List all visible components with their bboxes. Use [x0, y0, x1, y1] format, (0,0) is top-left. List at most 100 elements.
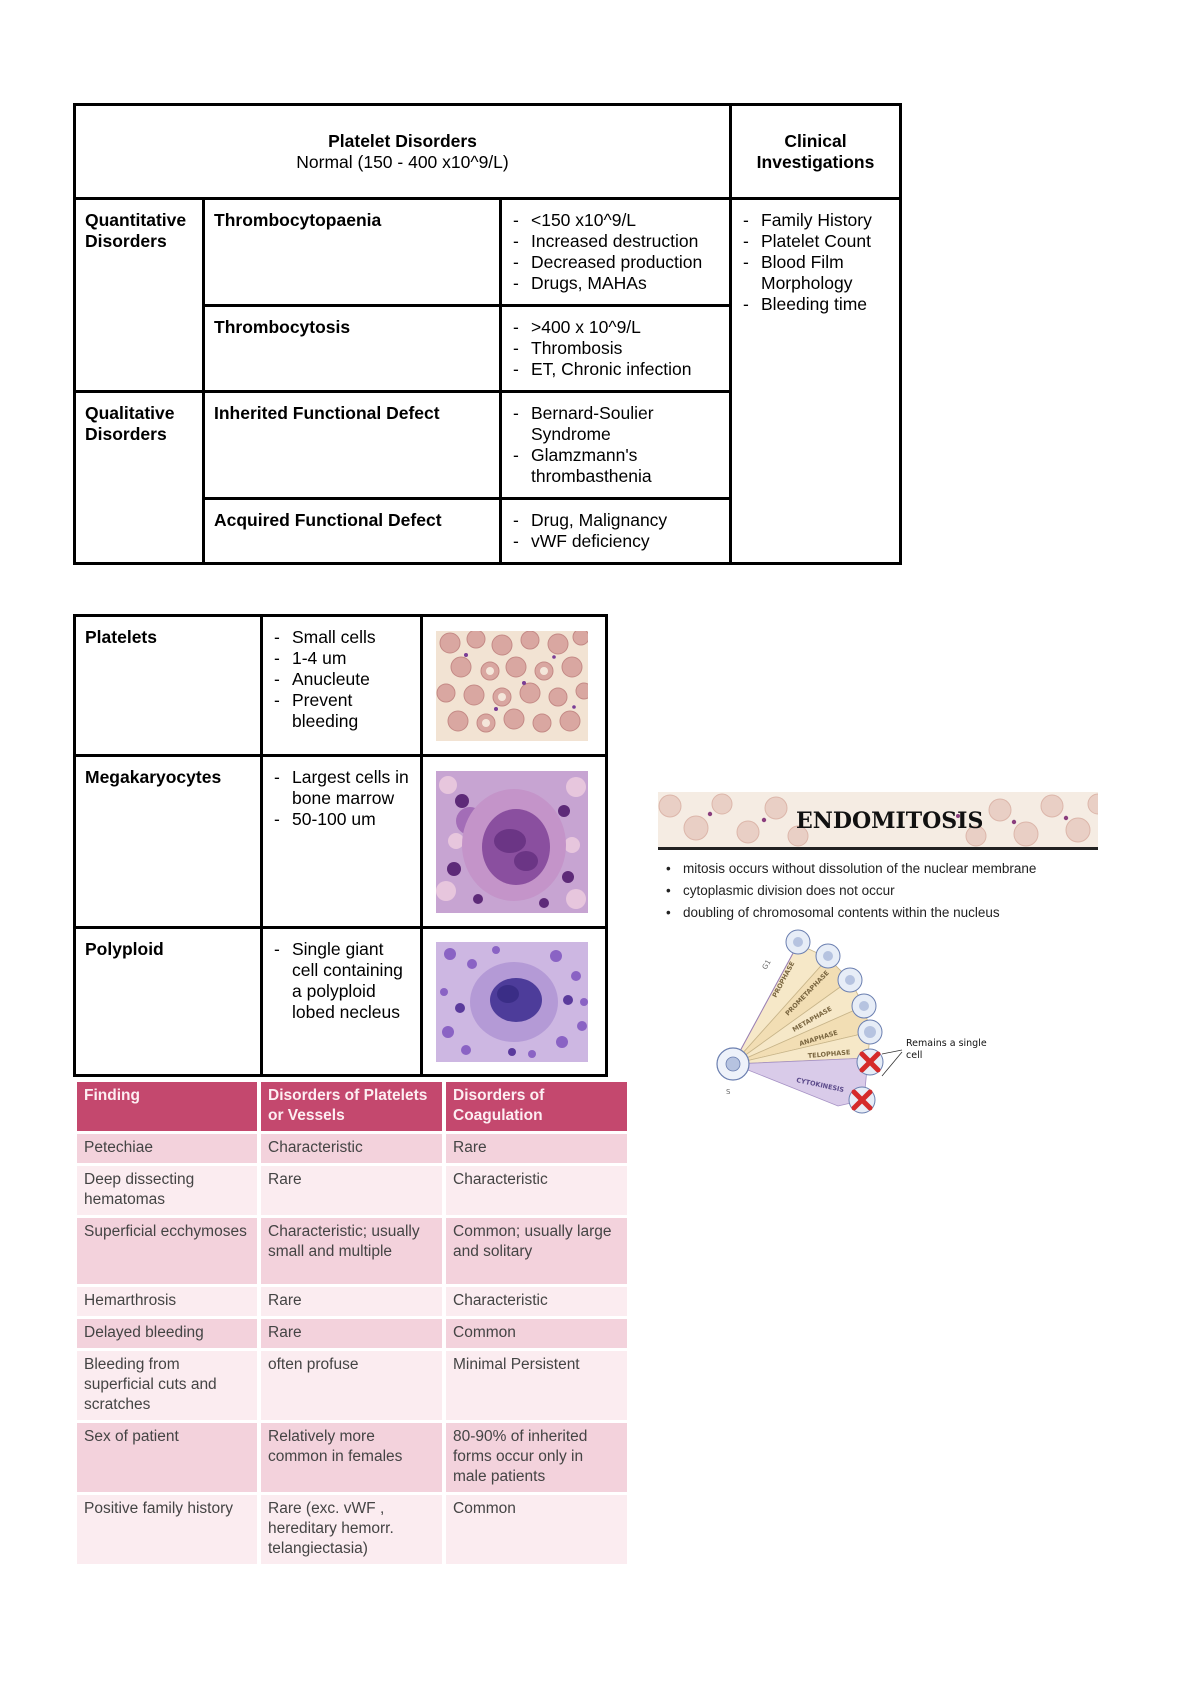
thrombocytosis-label: Thrombocytosis: [202, 304, 502, 393]
platelets-details: Small cells 1-4 um Anucleute Prevent ble…: [260, 614, 423, 757]
platelet-disorders-title: Platelet Disorders: [328, 130, 477, 151]
table-cell: Deep dissecting hematomas: [77, 1166, 261, 1218]
list-item: 50-100 um: [272, 809, 412, 830]
endomitosis-bullets: mitosis occurs without dissolution of th…: [658, 858, 1103, 924]
list-item: Single giant cell containing a polyploid…: [272, 939, 412, 1023]
megakaryocytes-details: Largest cells in bone marrow 50-100 um: [260, 754, 423, 929]
table-cell: Rare: [261, 1319, 446, 1351]
list-item: Thrombosis: [511, 338, 721, 359]
clinical-investigations-list: Family History Platelet Count Blood Film…: [729, 197, 902, 565]
cells-table: Platelets Small cells 1-4 um Anucleute P…: [73, 614, 608, 1077]
table-cell: often profuse: [261, 1351, 446, 1423]
thrombocytopaenia-details: <150 x10^9/L Increased destruction Decre…: [499, 197, 732, 307]
acquired-defect-details: Drug, Malignancy vWF deficiency: [499, 497, 732, 565]
remains-single-cell-label: Remains a single: [906, 1038, 987, 1049]
s-label: S: [726, 1088, 731, 1096]
list-item: Bernard-Soulier Syndrome: [511, 403, 721, 445]
table-cell: Characteristic: [446, 1287, 631, 1319]
qualitative-disorders-label: Qualitative Disorders: [73, 390, 205, 565]
endomitosis-banner: ENDOMITOSIS: [658, 792, 1098, 850]
platelets-micrograph: [436, 630, 588, 741]
table-cell: Rare: [446, 1134, 631, 1166]
list-item: Bleeding time: [741, 294, 891, 315]
list-item: Increased destruction: [511, 231, 721, 252]
list-item: Platelet Count: [741, 231, 891, 252]
acquired-defect-label: Acquired Functional Defect: [202, 497, 502, 565]
thrombocytosis-details: >400 x 10^9/L Thrombosis ET, Chronic inf…: [499, 304, 732, 393]
list-item: Drug, Malignancy: [511, 510, 721, 531]
findings-header-coagulation: Disorders of Coagulation: [446, 1082, 631, 1134]
list-item: Small cells: [272, 627, 412, 648]
list-item: doubling of chromosomal contents within …: [658, 902, 1103, 924]
table-row: Hemarthrosis Rare Characteristic: [77, 1287, 631, 1319]
list-item: Largest cells in bone marrow: [272, 767, 412, 809]
table-cell: 80-90% of inherited forms occur only in …: [446, 1423, 631, 1495]
inherited-defect-label: Inherited Functional Defect: [202, 390, 502, 500]
inherited-defect-details: Bernard-Soulier Syndrome Glamzmann's thr…: [499, 390, 732, 500]
list-item: Prevent bleeding: [272, 690, 412, 732]
list-item: ET, Chronic infection: [511, 359, 721, 380]
findings-table: Finding Disorders of Platelets or Vessel…: [77, 1082, 631, 1567]
cross-icon: [851, 1089, 873, 1111]
table-cell: Sex of patient: [77, 1423, 261, 1495]
thrombocytopaenia-label: Thrombocytopaenia: [202, 197, 502, 307]
table-row: Sex of patient Relatively more common in…: [77, 1423, 631, 1495]
table-cell: Common: [446, 1495, 631, 1567]
normal-range: Normal (150 - 400 x10^9/L): [296, 151, 509, 172]
table-row: Delayed bleeding Rare Common: [77, 1319, 631, 1351]
quantitative-disorders-label: Quantitative Disorders: [73, 197, 205, 393]
platelet-disorders-table: Platelet Disorders Normal (150 - 400 x10…: [73, 103, 902, 565]
table-cell: Bleeding from superficial cuts and scrat…: [77, 1351, 261, 1423]
polyploid-micrograph: [436, 941, 588, 1062]
list-item: 1-4 um: [272, 648, 412, 669]
phase-label: TELOPHASE: [807, 1048, 850, 1060]
polyploid-details: Single giant cell containing a polyploid…: [260, 926, 423, 1077]
table-cell: Superficial ecchymoses: [77, 1218, 261, 1287]
table-cell: Petechiae: [77, 1134, 261, 1166]
table-cell: Rare (exc. vWF , hereditary hemorr. tela…: [261, 1495, 446, 1567]
megakaryocyte-micrograph-cell: [420, 754, 608, 929]
platelets-micrograph-cell: [420, 614, 608, 757]
megakaryocytes-label: Megakaryocytes: [73, 754, 263, 929]
findings-header-finding: Finding: [77, 1082, 261, 1134]
endomitosis-title: ENDOMITOSIS: [796, 808, 983, 834]
list-item: Anucleute: [272, 669, 412, 690]
table-cell: Hemarthrosis: [77, 1287, 261, 1319]
table-cell: Characteristic: [261, 1134, 446, 1166]
list-item: vWF deficiency: [511, 531, 721, 552]
cross-icon: [859, 1051, 881, 1073]
platelet-disorders-header: Platelet Disorders Normal (150 - 400 x10…: [73, 103, 732, 200]
table-row: Bleeding from superficial cuts and scrat…: [77, 1351, 631, 1423]
clinical-investigations-header: Clinical Investigations: [729, 103, 902, 200]
table-row: Positive family history Rare (exc. vWF ,…: [77, 1495, 631, 1567]
polyploid-label: Polyploid: [73, 926, 263, 1077]
list-item: Blood Film Morphology: [741, 252, 891, 294]
endomitosis-diagram: PROPHASE PROMETAPHASE METAPHASE ANAPHASE…: [716, 929, 987, 1114]
table-cell: Minimal Persistent: [446, 1351, 631, 1423]
list-item: <150 x10^9/L: [511, 210, 721, 231]
g1-label: G1: [761, 958, 773, 971]
list-item: mitosis occurs without dissolution of th…: [658, 858, 1103, 880]
list-item: Decreased production: [511, 252, 721, 273]
platelets-label: Platelets: [73, 614, 263, 757]
table-cell: Rare: [261, 1166, 446, 1218]
list-item: Family History: [741, 210, 891, 231]
remains-single-cell-label-2: cell: [906, 1050, 922, 1061]
table-row: Superficial ecchymoses Characteristic; u…: [77, 1218, 631, 1287]
table-cell: Characteristic: [446, 1166, 631, 1218]
megakaryocyte-micrograph: [436, 770, 588, 913]
list-item: Drugs, MAHAs: [511, 273, 721, 294]
table-cell: Delayed bleeding: [77, 1319, 261, 1351]
table-cell: Common: [446, 1319, 631, 1351]
table-row: Deep dissecting hematomas Rare Character…: [77, 1166, 631, 1218]
polyploid-micrograph-cell: [420, 926, 608, 1077]
table-cell: Relatively more common in females: [261, 1423, 446, 1495]
list-item: Glamzmann's thrombasthenia: [511, 445, 721, 487]
findings-header-platelets: Disorders of Platelets or Vessels: [261, 1082, 446, 1134]
table-cell: Positive family history: [77, 1495, 261, 1567]
table-cell: Common; usually large and solitary: [446, 1218, 631, 1287]
table-cell: Characteristic; usually small and multip…: [261, 1218, 446, 1287]
endomitosis-figure: ENDOMITOSIS mitosis occurs without disso…: [658, 792, 1103, 1124]
list-item: >400 x 10^9/L: [511, 317, 721, 338]
list-item: cytoplasmic division does not occur: [658, 880, 1103, 902]
